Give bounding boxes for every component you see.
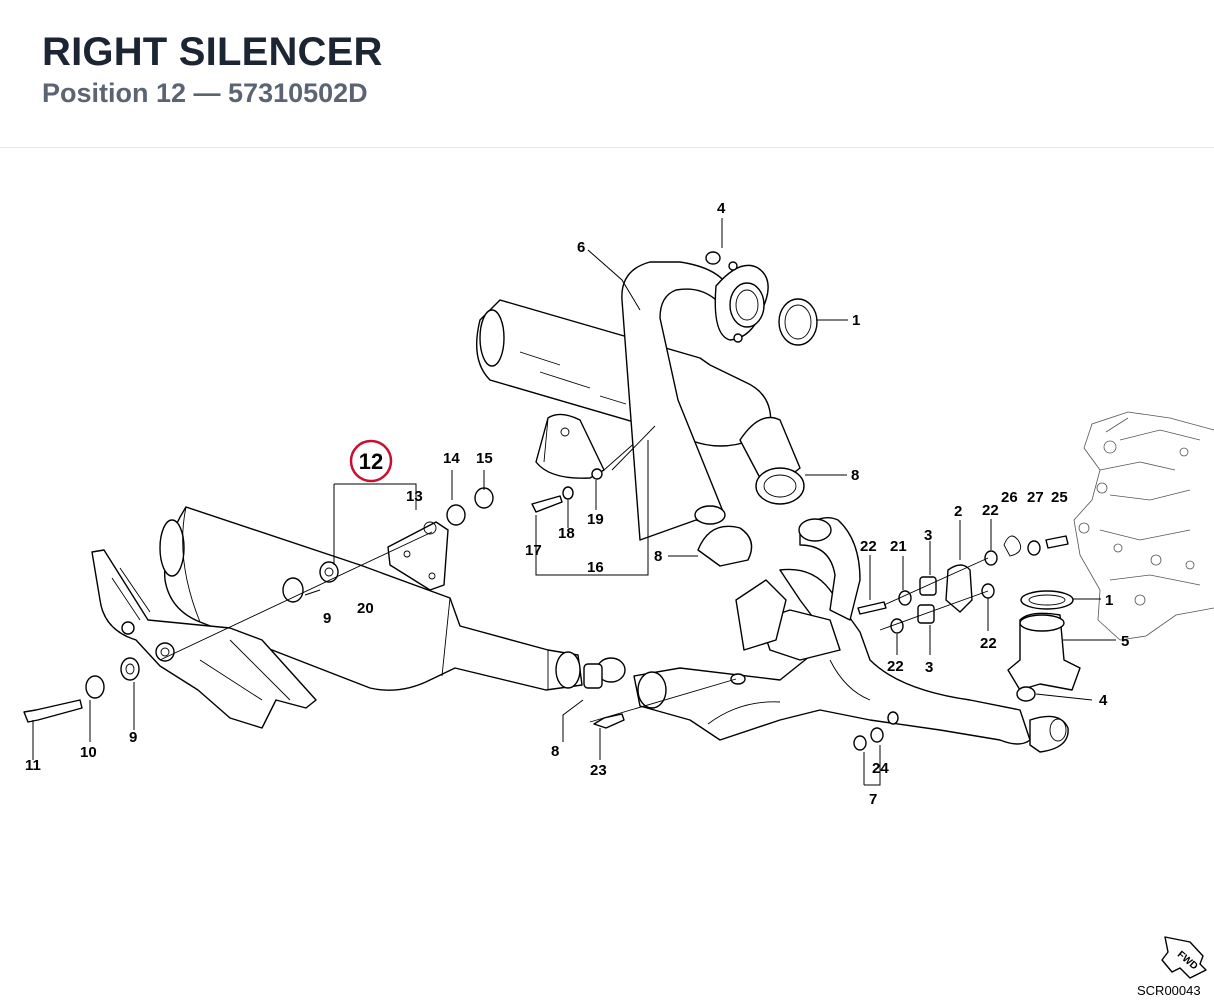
callout-18: 18 xyxy=(558,525,575,542)
callout-5: 5 xyxy=(1121,633,1129,650)
rear-header-pipe xyxy=(621,251,818,541)
front-flange xyxy=(1007,590,1081,702)
callout-25: 25 xyxy=(1051,489,1068,506)
rear-silencer-body xyxy=(475,299,805,505)
callout-23: 22 xyxy=(860,538,877,555)
callout-22-d: 22 xyxy=(980,635,997,652)
page-title: RIGHT SILENCER xyxy=(42,30,383,74)
callout-26: 26 xyxy=(1001,489,1018,506)
callout-22-a: 21 xyxy=(890,538,907,555)
callout-8-lower: 8 xyxy=(551,743,559,760)
callout-6: 6 xyxy=(577,239,585,256)
highlight-number: 12 xyxy=(359,449,383,474)
drawing-code: SCR00043 xyxy=(1137,983,1201,998)
callout-20: 20 xyxy=(357,600,374,617)
callout-10: 10 xyxy=(80,744,97,761)
callout-3-lower: 3 xyxy=(925,659,933,676)
page-header: RIGHT SILENCER Position 12 — 57310502D xyxy=(0,0,1214,148)
callout-3-upper: 3 xyxy=(924,527,932,544)
engine-outline xyxy=(1073,411,1214,641)
callout-labels: 4 6 1 8 8 13 14 15 17 18 19 16 20 9 11 1… xyxy=(25,200,1129,808)
callout-4-right: 4 xyxy=(1099,692,1108,709)
callout-14: 14 xyxy=(443,450,460,467)
callout-9-lower: 9 xyxy=(129,729,137,746)
callout-22-c: 22 xyxy=(887,658,904,675)
callout-15: 15 xyxy=(476,450,493,467)
fwd-arrow: FWD xyxy=(1161,936,1207,979)
exploded-diagram: 4 6 1 8 8 13 14 15 17 18 19 16 20 9 11 1… xyxy=(23,200,1214,998)
callout-17: 17 xyxy=(525,542,542,559)
position-12-highlight: 12 xyxy=(349,439,393,483)
callout-8-clamp: 8 xyxy=(654,548,662,565)
callout-13: 13 xyxy=(406,488,423,505)
front-silencer-body xyxy=(159,506,583,691)
highlight-ring xyxy=(349,439,393,483)
hardware-parts xyxy=(23,468,1069,751)
callout-22-b: 22 xyxy=(982,502,999,519)
callout-2: 2 xyxy=(954,503,962,520)
callout-21: 24 xyxy=(872,760,889,777)
leader-lines xyxy=(32,218,1116,786)
callout-16: 16 xyxy=(587,559,604,576)
callout-1-top: 1 xyxy=(852,312,860,329)
callout-24: 23 xyxy=(590,762,607,779)
callout-1-right: 1 xyxy=(1105,592,1113,609)
callout-7: 7 xyxy=(869,791,877,808)
callout-27: 27 xyxy=(1027,489,1044,506)
callout-4-top: 4 xyxy=(717,200,726,217)
callout-9-upper: 9 xyxy=(323,610,331,627)
callout-19: 19 xyxy=(587,511,604,528)
callout-11: 11 xyxy=(25,757,41,774)
callout-8-upper: 8 xyxy=(851,467,859,484)
front-header-pipe xyxy=(633,517,1069,753)
page-subtitle: Position 12 — 57310502D xyxy=(42,78,368,108)
